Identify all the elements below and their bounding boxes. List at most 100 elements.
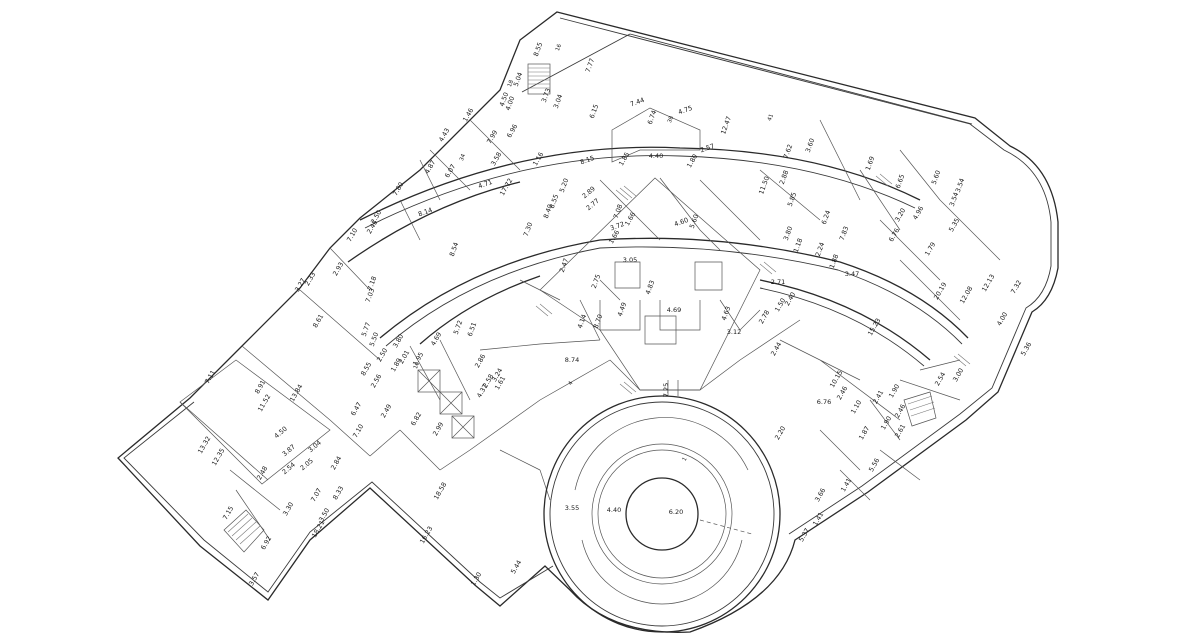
dimension-label: 4.71	[477, 178, 493, 190]
north-corridor-wall	[629, 33, 973, 125]
dimension-label: 11.50	[757, 175, 771, 195]
curved-corridor-walls	[347, 146, 969, 367]
room-number-label: 41	[767, 113, 775, 122]
dimension-label: 2.49	[379, 403, 393, 420]
hall-inner-ring-2	[597, 449, 727, 579]
dimension-label: 2.84	[329, 455, 343, 472]
inner-arc-wall	[379, 237, 969, 339]
dimension-label: 6.92	[259, 535, 273, 552]
room-number-label: 34	[459, 153, 467, 162]
sw-room	[179, 359, 331, 485]
dimension-label: 7.25	[662, 383, 670, 397]
dimension-label: 2.54	[933, 371, 947, 388]
partition-walls	[179, 107, 1001, 541]
dimension-label: 2.78	[757, 309, 771, 326]
elevators	[417, 369, 475, 439]
dimension-label: 2.44	[769, 341, 783, 358]
dimension-label: 2.46	[893, 403, 907, 420]
room-number-label: 1	[682, 456, 689, 462]
room-number-label: 38	[667, 115, 675, 124]
dimension-label: 2.50	[375, 347, 389, 364]
dimension-label: 3.80	[391, 333, 405, 350]
dimension-label: 6.24	[820, 209, 832, 225]
dimension-label: 5.85	[786, 191, 798, 207]
dimension-label: 18.58	[432, 481, 448, 501]
dimension-label: 3.60	[804, 137, 816, 153]
stair-small	[535, 173, 971, 395]
dimension-label: 3.04	[552, 93, 564, 109]
dimension-label: 2.54	[281, 461, 297, 476]
hall-inner-ring	[591, 443, 733, 585]
dimension-label: 7.15	[221, 505, 235, 522]
outer-arc-wall	[359, 146, 921, 221]
dimension-label: 1.90	[887, 383, 901, 400]
north-corridor-wall-2	[521, 33, 631, 93]
dimension-label: 7.32	[1009, 279, 1023, 296]
dimension-label: 1.69	[864, 155, 876, 171]
dimension-label: 1.41	[811, 511, 825, 528]
dimension-label: 2.56	[369, 373, 383, 390]
dimension-label: 3.04	[307, 439, 323, 454]
stair-east	[903, 391, 937, 427]
dimension-label: 2.20	[773, 425, 787, 442]
dimension-label: 2.99	[431, 421, 445, 438]
outer-boundary-wall	[117, 11, 1059, 633]
outer-boundary-inner	[123, 17, 1052, 599]
dimension-label: 3.00	[951, 367, 965, 384]
dimension-label: 6.96	[505, 123, 519, 140]
dimension-label: 2.33	[303, 271, 317, 288]
dimension-label: 2.61	[893, 423, 907, 440]
hall-outer-ring	[543, 395, 781, 633]
hall-arc-a	[574, 417, 749, 491]
dimension-label: 7.11	[203, 369, 217, 386]
dimension-label: 17.72	[498, 177, 514, 197]
stair-north	[527, 63, 551, 95]
dimension-label: 13.84	[288, 383, 304, 403]
dimension-label: 3.05	[623, 256, 637, 264]
dimension-label: 4.69	[667, 306, 681, 314]
dimension-label: 4.75	[677, 104, 693, 116]
dimension-label: 16.23	[418, 525, 434, 545]
dimension-label: 1.10	[849, 399, 863, 416]
middle-arc-wall	[347, 181, 521, 263]
dimension-label: 8.55	[532, 41, 544, 57]
dimension-label: 8.91	[253, 379, 267, 396]
dimension-label: 7.62	[782, 143, 794, 159]
lower-arc-wall	[419, 275, 541, 345]
dimension-label: 6.74	[646, 109, 658, 125]
dimension-label: 6.76	[817, 398, 831, 406]
stair-east-outline	[903, 391, 937, 427]
dimension-label: 5.37	[797, 527, 811, 544]
center-core	[614, 261, 723, 345]
dimension-label: 1.66	[623, 211, 637, 228]
hall-tick	[667, 380, 679, 396]
dimension-label: 4.87	[423, 159, 437, 176]
dimension-label: 1.18	[792, 237, 804, 253]
dimension-label: 2.46	[835, 385, 849, 402]
dimension-label: 5.44	[509, 559, 523, 576]
circular-hall	[543, 380, 781, 633]
dimension-label: 8.70	[592, 313, 604, 329]
dimension-label: 3.58	[489, 151, 503, 168]
dimension-label: 4.49	[616, 301, 628, 317]
dimension-label: 3.87	[281, 443, 297, 458]
dimension-label: 2.24	[814, 241, 826, 257]
dimension-label: 3.12	[727, 328, 741, 336]
dimension-label: 3.50	[317, 507, 331, 524]
east-arc-wall	[759, 279, 931, 361]
dimension-label: 3.30	[281, 501, 295, 518]
dimension-label: 2.86	[473, 353, 487, 370]
dimension-label: 8.55	[548, 193, 560, 209]
dimension-label: 5.60	[930, 169, 942, 185]
dimension-label: 7.44	[629, 96, 645, 108]
dimension-label: 7.10	[351, 423, 365, 440]
dimension-label: 7.30	[522, 221, 534, 237]
room-number-label: 16	[555, 43, 563, 52]
dimension-label: 8.54	[448, 241, 460, 257]
dimension-label: 4.50	[273, 425, 289, 440]
dimension-label: 8.55	[359, 361, 373, 378]
dimension-label: 2.57	[699, 142, 715, 154]
